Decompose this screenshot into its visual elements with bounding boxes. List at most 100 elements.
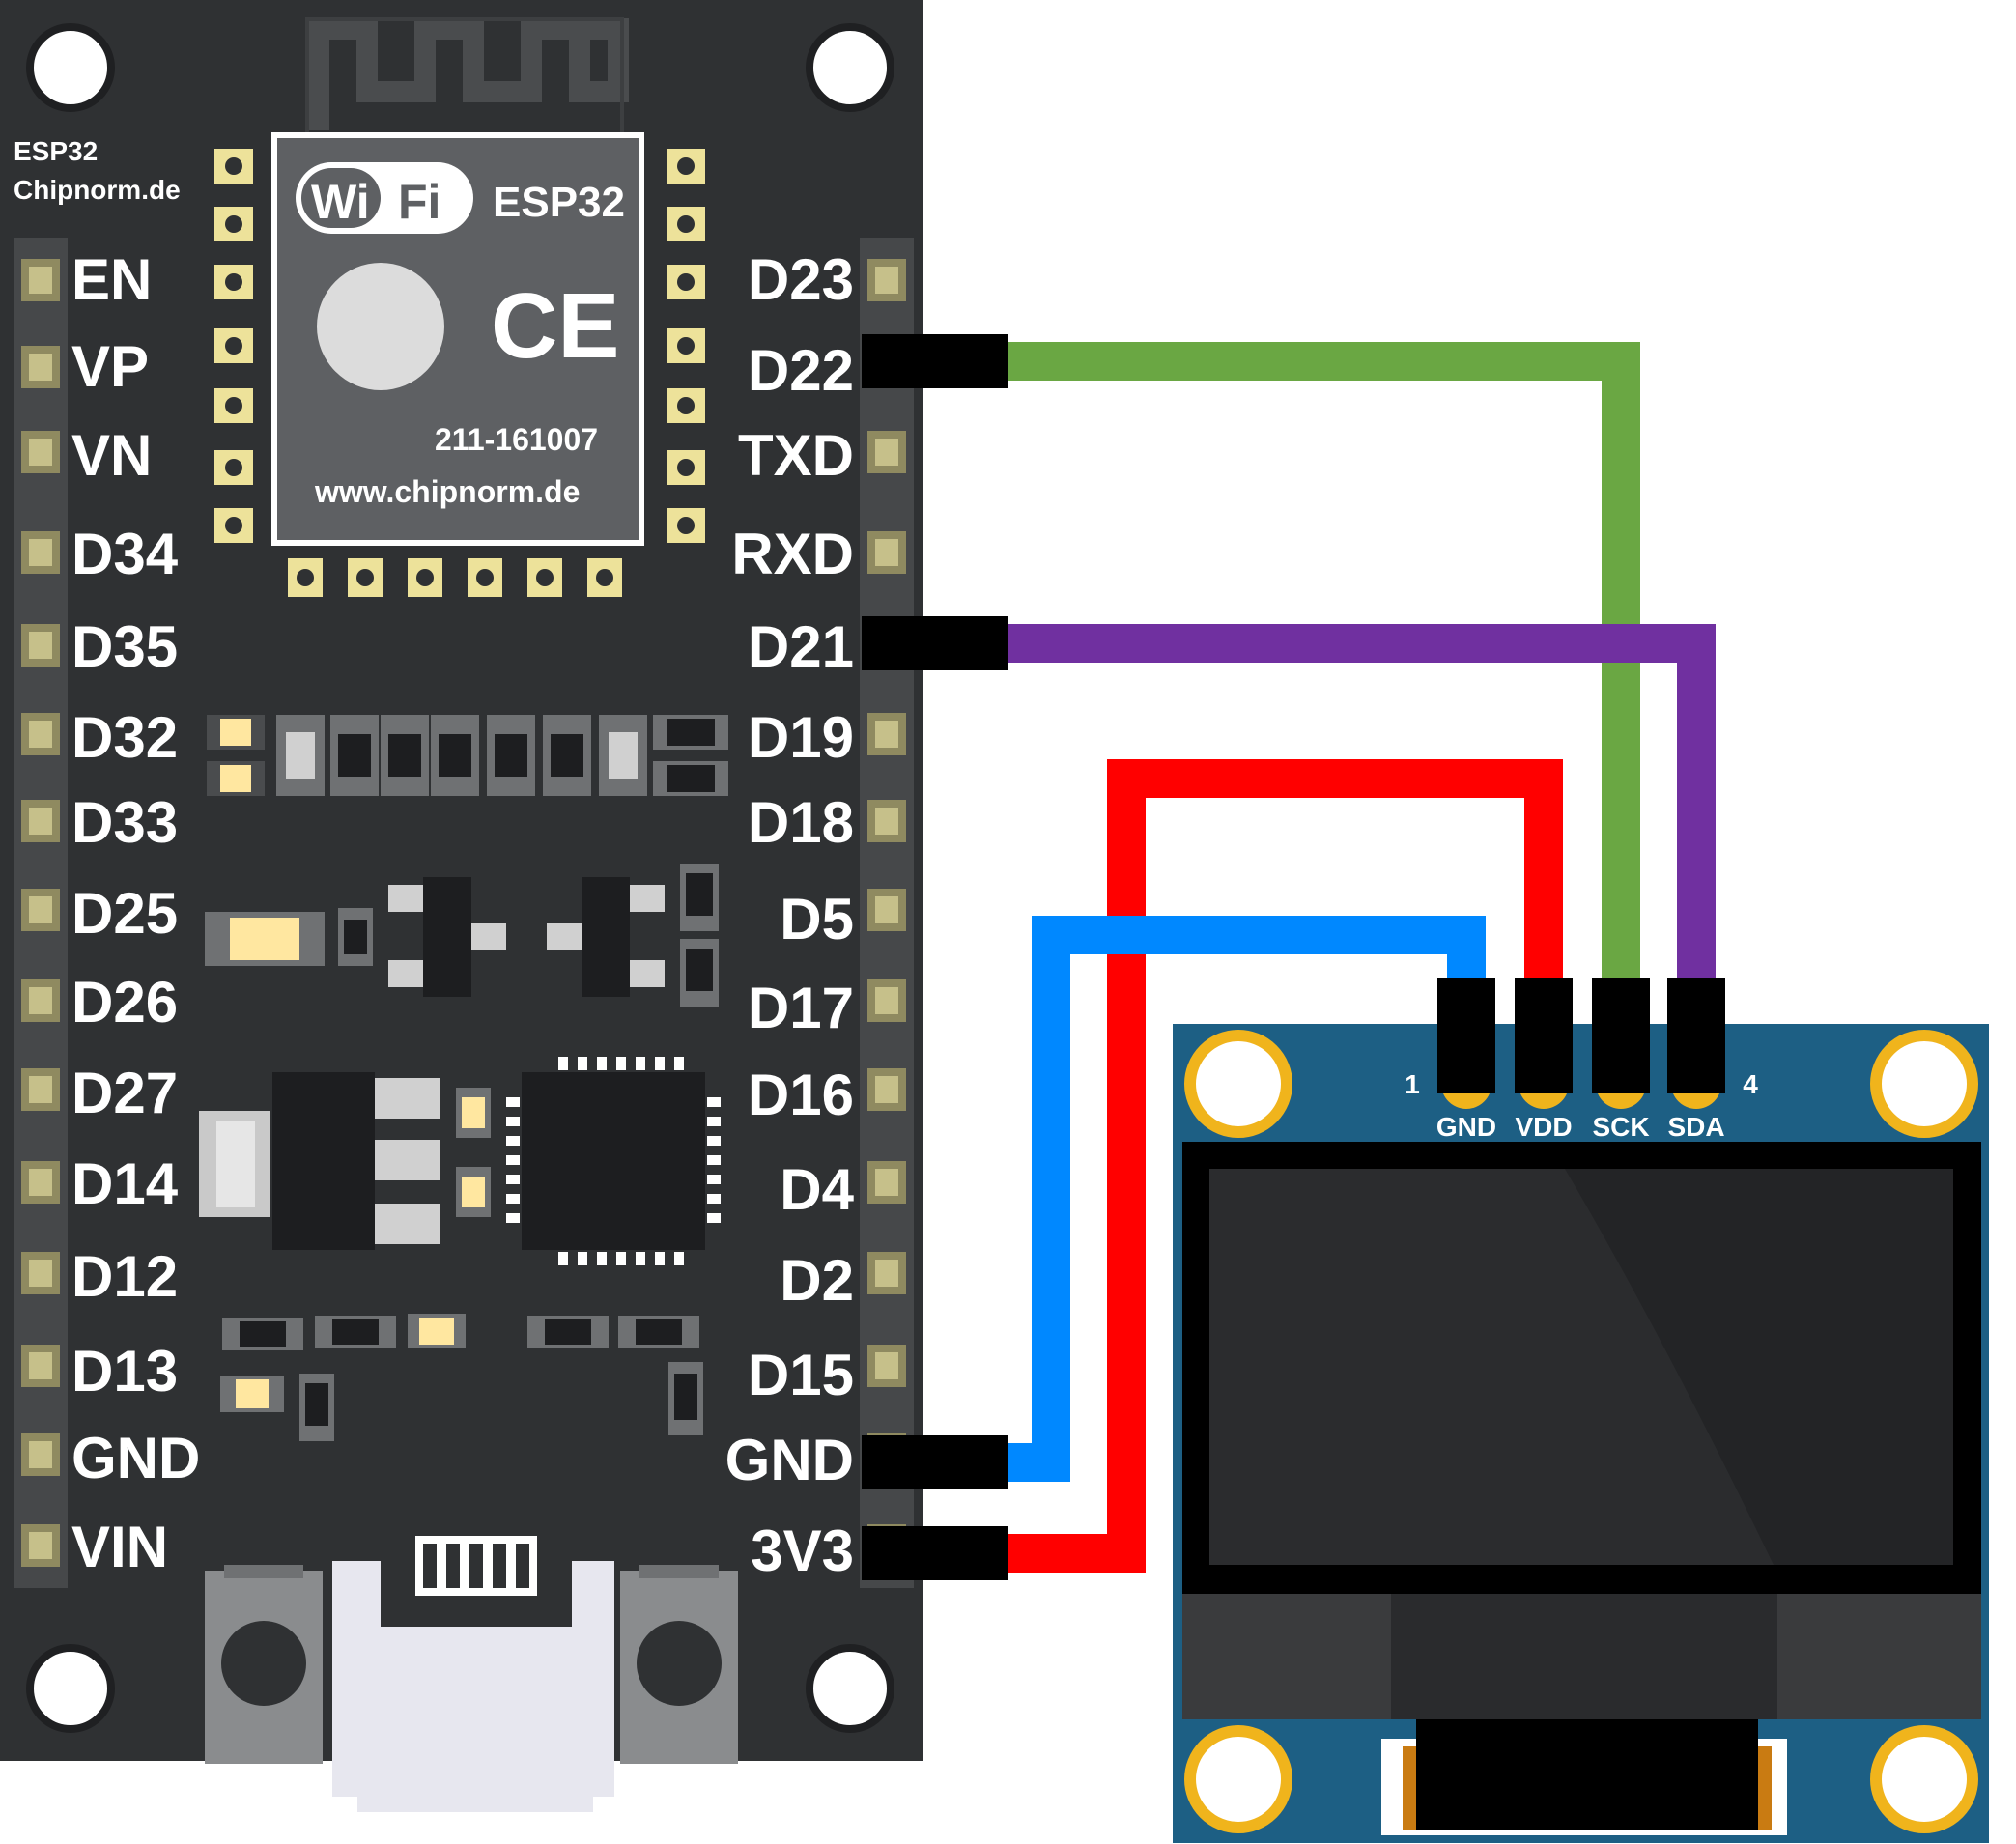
header-pin-pad-inner [29,1076,52,1103]
header-pin-pad-inner [875,721,898,748]
ce-mark: CE [491,274,619,378]
oled-pin-label-gnd: GND [1436,1112,1496,1142]
pin-label-gnd-right: GND [725,1428,854,1492]
module-pad-hole [677,337,695,355]
resistor-body [545,1319,591,1345]
resistor-body [551,734,583,777]
ic-pin [707,1097,721,1107]
module-pad-hole [225,517,242,534]
usb-contact [423,1544,437,1588]
header-pin-pad-inner [875,1076,898,1103]
capacitor-body [686,873,713,916]
button-cap [637,1621,722,1706]
wifi-logo-left [301,168,381,228]
usb-contact [493,1544,506,1588]
pin-label-vp: VP [71,334,149,399]
header-pin-pad-inner [875,439,898,466]
esp32-module: Wi Fi ESP32 CE 211-161007 www.chipnorm.d… [271,132,644,546]
header-pin-pad-inner [29,896,52,923]
led-lens [462,1097,485,1128]
module-pad-hole [677,397,695,414]
usb-uart-chip-pins [506,1057,721,1265]
ic-pin [636,1057,645,1070]
oled-mount-hole [1870,1030,1978,1138]
ic-pin [707,1117,721,1126]
pin-label-d2: D2 [780,1248,854,1313]
pin-label-d34: D34 [71,522,179,586]
resistor-body [388,734,421,777]
ic-pin [558,1057,568,1070]
module-pad-hole [476,569,494,586]
ic-pin [506,1136,520,1146]
transistor-pin [388,960,423,987]
oled-panel-driver [1391,1594,1777,1719]
header-pin-pad-inner [875,539,898,566]
capacitor-body [686,949,713,991]
header-pin-pad-inner [875,896,898,923]
pin-label-d15: D15 [748,1343,854,1407]
mount-hole [26,23,115,112]
ic-pin [506,1194,520,1204]
ic-pin [707,1136,721,1146]
jumper-plug-3v3 [862,1526,1008,1580]
ic-pin [636,1252,645,1265]
wire-3v3-to-vdd[interactable] [1008,759,1563,1573]
boot-button[interactable] [620,1565,738,1764]
pin-label-d21: D21 [748,614,854,679]
resistor-body [338,734,371,777]
header-pin-pad-inner [29,1441,52,1468]
header-pin-pad-inner [875,1352,898,1379]
oled-mount-hole [1870,1725,1978,1833]
pin-label-d25: D25 [71,881,178,946]
wifi-logo-fi: Fi [398,175,440,229]
pin-label-3v3: 3V3 [751,1518,854,1583]
en-button[interactable] [205,1565,323,1764]
usb-contact [516,1544,529,1588]
header-pin-pad-inner [29,354,52,381]
module-pad-hole [225,157,242,175]
header-pin-pad-inner [29,721,52,748]
usb-contact [469,1544,483,1588]
oled-pin-label-sck: SCK [1592,1112,1649,1142]
pin-label-d13: D13 [71,1339,178,1404]
header-pin-pad-inner [875,1169,898,1196]
module-pad-hole [677,517,695,534]
ic-pin [597,1057,607,1070]
module-pad-hole [677,459,695,476]
pin-label-d14: D14 [71,1151,179,1216]
button-cap [221,1621,306,1706]
micro-usb-port[interactable] [332,1536,614,1812]
oled-pin-number-first: 1 [1405,1069,1420,1099]
mount-hole [26,1644,115,1733]
module-dot [317,263,444,390]
resistor-body [667,719,715,746]
pin-label-d23: D23 [748,247,854,312]
board-mount-holes [26,23,894,1733]
header-pin-pad-inner [875,1260,898,1287]
usb-uart-chip [522,1072,705,1250]
module-pad-hole [677,273,695,291]
oled-screen-reflection [1565,1169,1953,1565]
transistor [423,877,471,997]
capacitor-body [344,920,367,954]
wire-d21-to-sda[interactable] [1008,624,1716,978]
right-pin-labels: D23 D22 TXD RXD D21 D19 D18 D5 D17 D16 D… [725,247,855,1583]
ic-pin [707,1194,721,1204]
pin-label-gnd-left: GND [71,1426,200,1490]
regulator-pin [375,1204,440,1244]
ic-pin [655,1252,665,1265]
wire-d22-to-sck[interactable] [1008,342,1640,978]
oled-mount-hole [1184,1030,1292,1138]
antenna-trace [308,18,629,130]
wire-gnd-to-gnd[interactable] [1008,916,1486,1482]
module-pad-hole [677,215,695,233]
module-pad-hole [416,569,434,586]
ic-pin [506,1117,520,1126]
ic-pin [506,1155,520,1165]
header-pin-pad-inner [29,1169,52,1196]
brand-line-1: ESP32 [14,136,98,166]
voltage-regulator [272,1072,375,1250]
module-pad-hole [225,215,242,233]
oled-plug-vdd [1515,978,1573,1093]
header-pin-pad-inner [875,987,898,1014]
